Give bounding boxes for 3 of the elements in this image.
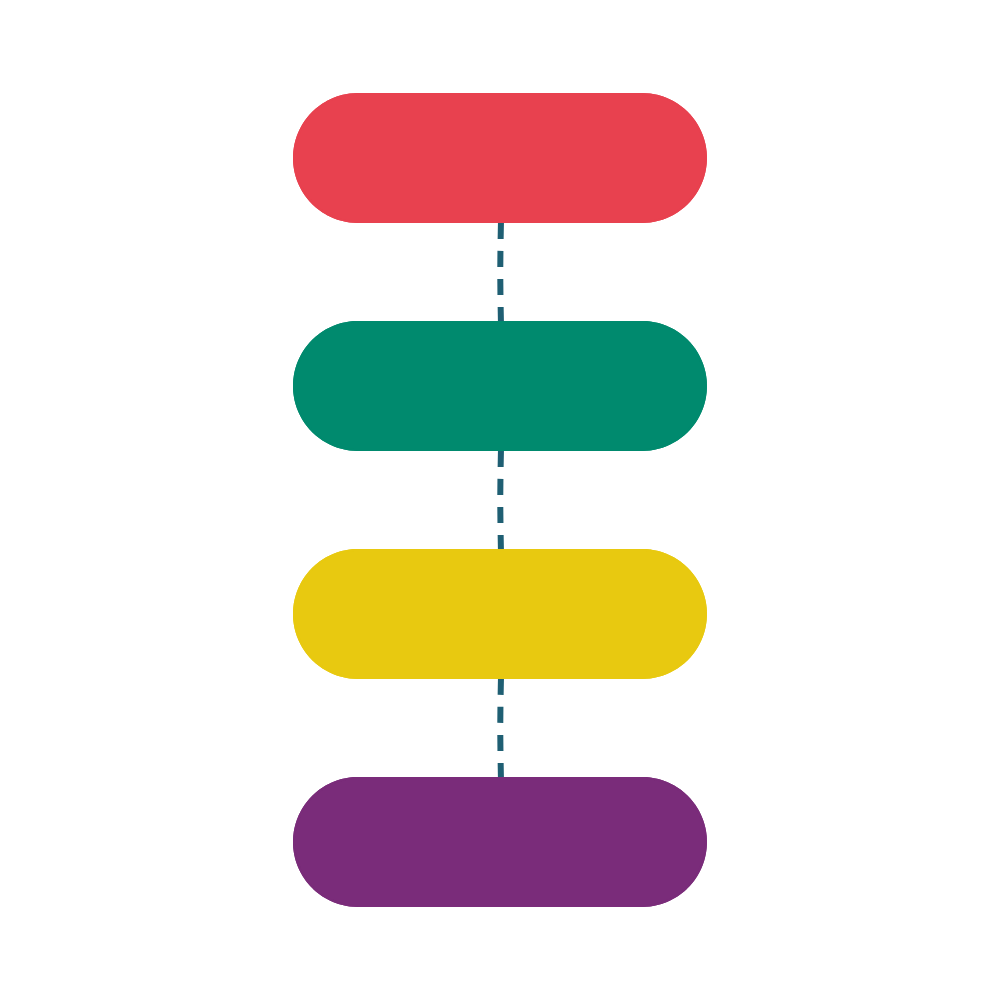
- connector: [497, 450, 504, 552]
- connector: [497, 678, 504, 780]
- connector: [497, 222, 504, 324]
